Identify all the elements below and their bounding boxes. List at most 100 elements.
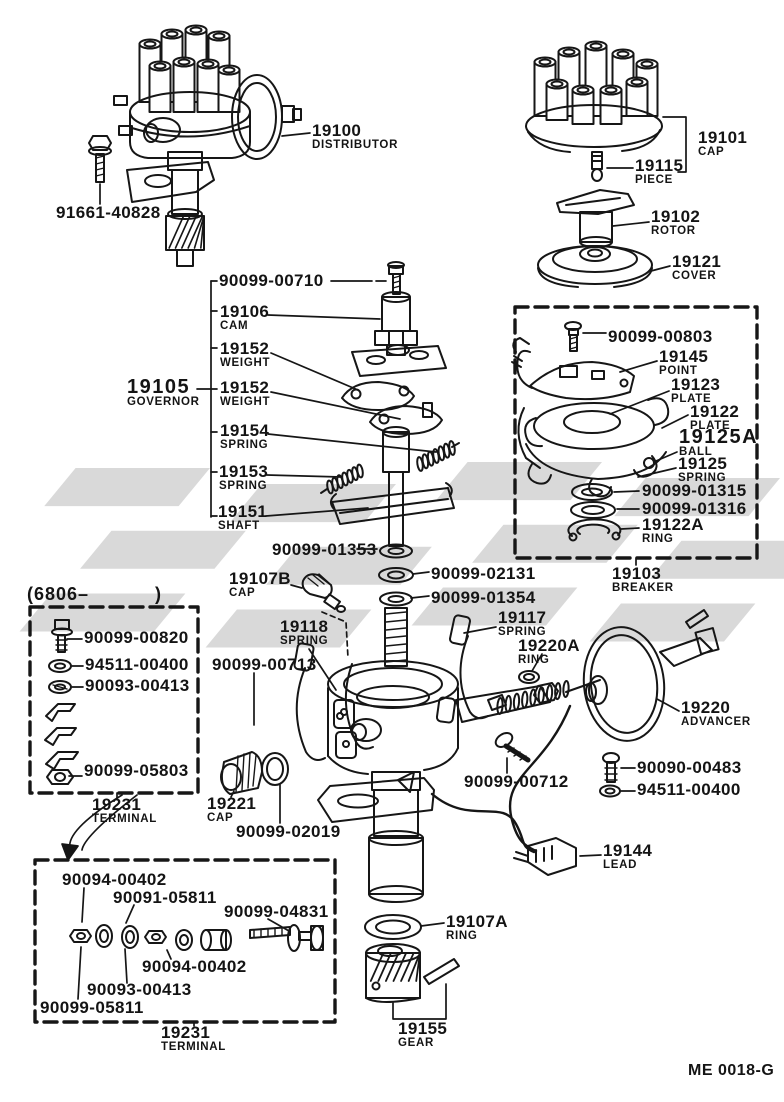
part-label-9009901353: 90099-01353 bbox=[272, 541, 377, 558]
part-number: 90091-05811 bbox=[113, 888, 217, 907]
part-label-9009902131: 90099-02131 bbox=[431, 564, 536, 583]
part-number: 90099-01315 bbox=[642, 481, 747, 500]
breaker-parts-drawing bbox=[511, 321, 670, 542]
part-number: 19152 bbox=[220, 339, 270, 358]
part-label-9009300413: 90093-00413 bbox=[85, 676, 190, 695]
part-label-9009901315: 90099-01315 bbox=[642, 481, 747, 500]
part-number: 19107A bbox=[446, 912, 508, 931]
part-number: 90099-02019 bbox=[236, 822, 341, 841]
part-number: 19100 bbox=[312, 121, 362, 140]
part-number: 91661-40828 bbox=[56, 203, 161, 222]
part-label-9451100400: 94511-00400 bbox=[637, 781, 741, 798]
part-number: 90094-00402 bbox=[62, 870, 167, 889]
part-label-9009400402: 90094-00402 bbox=[62, 870, 167, 889]
part-number: 19145 bbox=[659, 347, 709, 366]
part-caption: LEAD bbox=[603, 859, 638, 871]
part-label-9009105811: 90091-05811 bbox=[113, 888, 217, 907]
part-caption: RING bbox=[518, 654, 550, 666]
part-number: 19154 bbox=[220, 421, 270, 440]
part-number: 19115 bbox=[635, 156, 684, 175]
part-number: 90099-05811 bbox=[40, 998, 144, 1017]
part-caption: GEAR bbox=[398, 1037, 435, 1049]
part-number: 19102 bbox=[651, 207, 701, 226]
part-label-9009902019: 90099-02019 bbox=[236, 822, 341, 841]
part-label-9009905811: 90099-05811 bbox=[40, 998, 144, 1017]
part-caption: PIECE bbox=[635, 174, 674, 186]
part-number: 19155 bbox=[398, 1019, 448, 1038]
part-caption: SPRING bbox=[219, 480, 268, 492]
part-label-6806: (6806– ) bbox=[27, 585, 162, 603]
part-caption: GOVERNOR bbox=[127, 396, 200, 408]
part-number: 90099-00713 bbox=[212, 655, 317, 674]
part-number: 19118 bbox=[280, 617, 329, 636]
part-caption: PLATE bbox=[671, 393, 712, 405]
part-label-9451100400: 94511-00400 bbox=[85, 656, 189, 673]
part-number: 90099-00712 bbox=[464, 772, 569, 791]
part-label-9166140828: 91661-40828 bbox=[56, 203, 161, 222]
part-number: 19101 bbox=[698, 128, 748, 147]
terminal-group-box bbox=[33, 858, 337, 1024]
part-caption: SPRING bbox=[220, 439, 269, 451]
part-number: 19153 bbox=[219, 462, 269, 481]
part-caption: WEIGHT bbox=[220, 357, 271, 369]
part-label-9009905803: 90099-05803 bbox=[84, 762, 189, 779]
part-number: 90099-01316 bbox=[642, 499, 747, 518]
part-caption: TERMINAL bbox=[92, 813, 158, 825]
part-number: 90099-02131 bbox=[431, 564, 536, 583]
cap-19107b-drawing bbox=[301, 573, 346, 613]
part-number: 19220 bbox=[681, 698, 731, 717]
part-number: 19122 bbox=[690, 402, 740, 421]
part-caption: TERMINAL bbox=[161, 1041, 227, 1053]
part-caption: DISTRIBUTOR bbox=[312, 139, 399, 151]
part-label-9009901316: 90099-01316 bbox=[642, 499, 747, 518]
part-number: 90093-00413 bbox=[85, 676, 190, 695]
part-label-9009900820: 90099-00820 bbox=[84, 629, 189, 646]
part-caption: CAM bbox=[220, 320, 249, 332]
leader-lines bbox=[61, 116, 689, 1027]
part-number: 19117 bbox=[498, 608, 547, 627]
part-number: 19103 bbox=[612, 564, 662, 583]
part-label-9009901354: 90099-01354 bbox=[431, 588, 536, 607]
part-number: 90093-00413 bbox=[87, 980, 192, 999]
governor-parts-drawing bbox=[320, 261, 460, 667]
part-number: 90090-00483 bbox=[637, 758, 742, 777]
part-number: 90094-00402 bbox=[142, 957, 247, 976]
part-caption: WEIGHT bbox=[220, 396, 271, 408]
part-label-9009900803: 90099-00803 bbox=[608, 328, 713, 345]
part-number: ME 0018-G bbox=[688, 1062, 775, 1079]
part-number: 90099-04831 bbox=[224, 902, 329, 921]
part-caption: CAP bbox=[229, 587, 256, 599]
part-caption: PLATE bbox=[690, 420, 731, 432]
distributor-assembly-drawing bbox=[88, 24, 302, 267]
part-number: 90099-01354 bbox=[431, 588, 536, 607]
part-caption: ADVANCER bbox=[681, 716, 751, 728]
part-number: 19231 bbox=[161, 1023, 211, 1042]
part-caption: RING bbox=[642, 533, 674, 545]
advancer-drawing bbox=[293, 609, 720, 798]
terminal-kit-drawing bbox=[44, 619, 79, 785]
part-label-9009904831: 90099-04831 bbox=[224, 902, 329, 921]
part-caption: SHAFT bbox=[218, 520, 260, 532]
